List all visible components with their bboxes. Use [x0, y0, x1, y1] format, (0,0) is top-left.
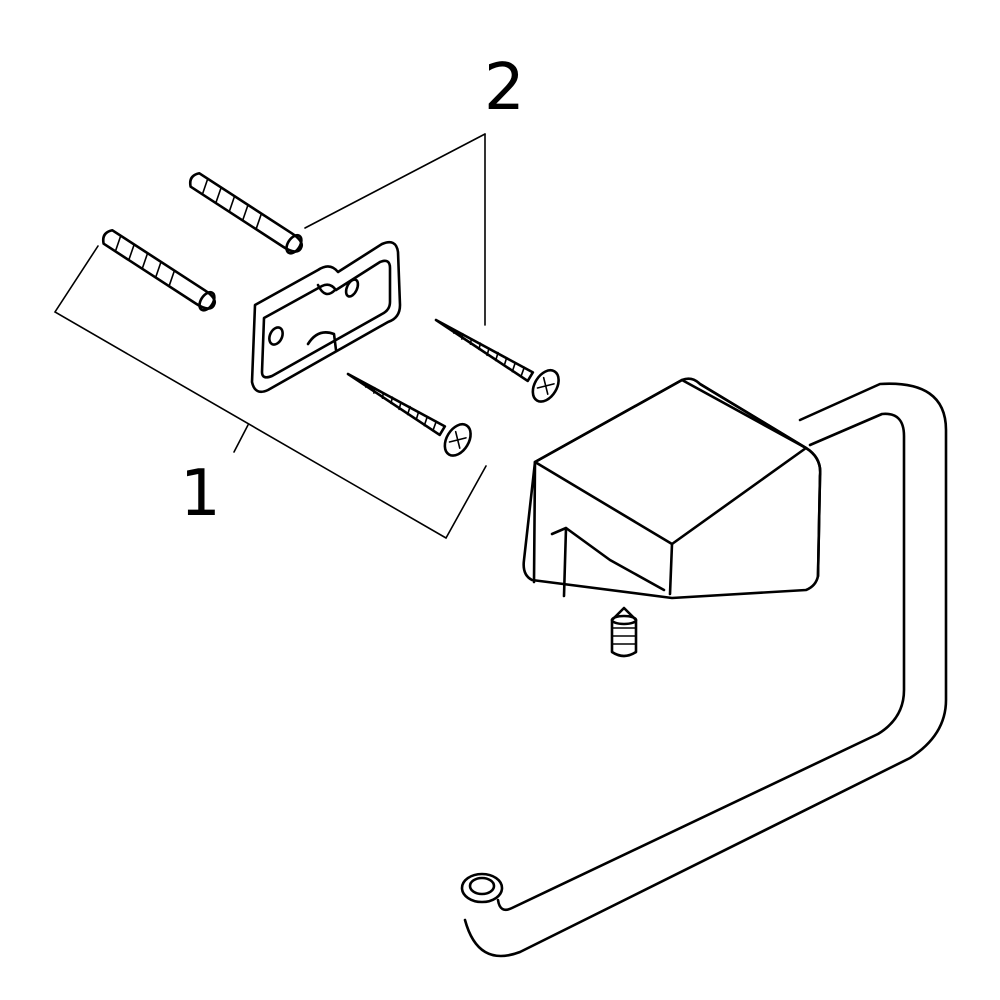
paper-roll-arm	[460, 382, 948, 958]
callout-bracket-1	[53, 245, 487, 540]
callout-label-2: 2	[484, 51, 525, 125]
set-screw	[610, 606, 638, 658]
wood-screw-lower	[346, 372, 472, 457]
wall-bracket	[250, 240, 402, 394]
holder-body	[522, 377, 822, 600]
callout-leader-2	[304, 133, 486, 326]
callout-label-1: 1	[180, 457, 221, 531]
wall-plug-upper	[188, 171, 304, 255]
wall-plug-lower	[101, 228, 217, 312]
wood-screw-upper	[434, 318, 560, 403]
